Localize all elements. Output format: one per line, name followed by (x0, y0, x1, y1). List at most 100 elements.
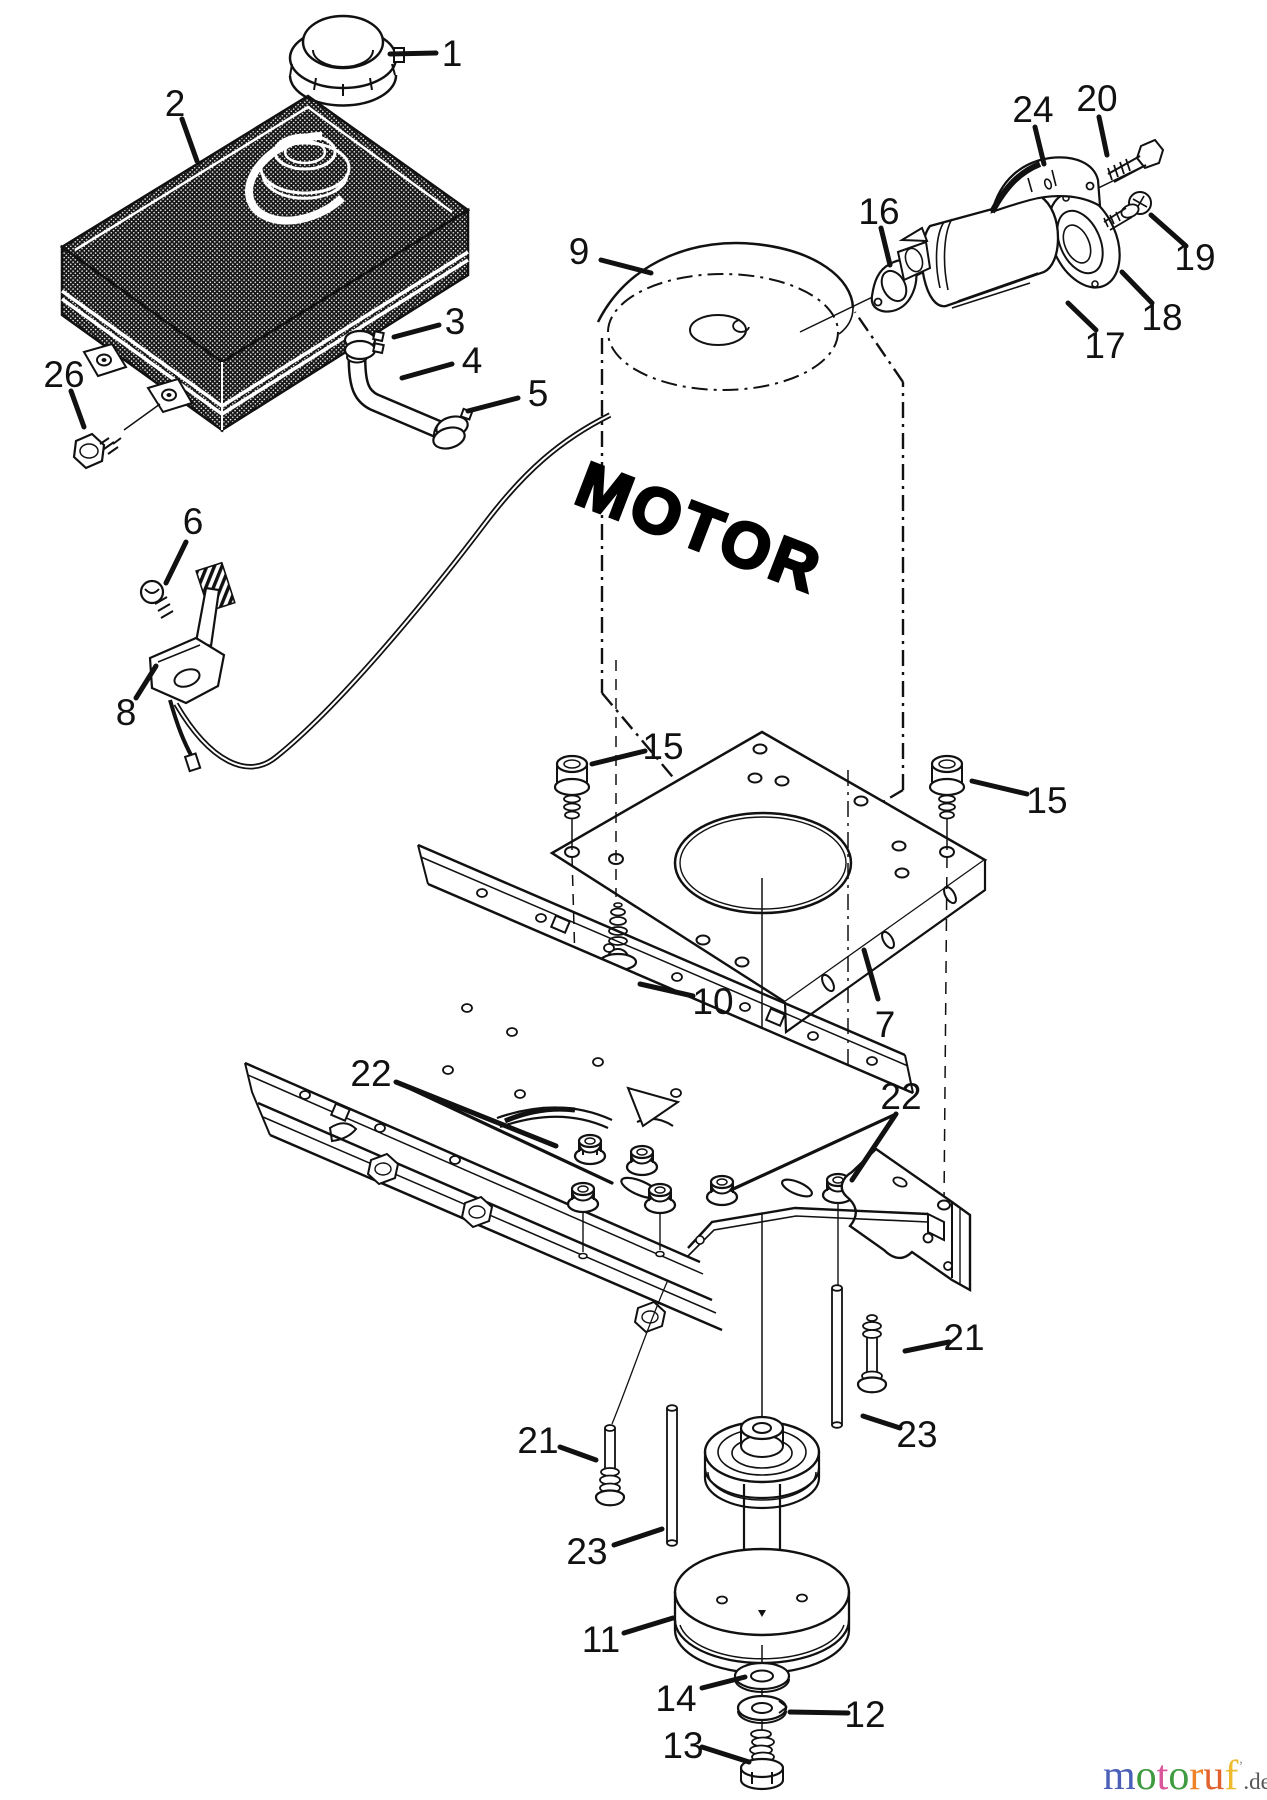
frame-deck (245, 884, 913, 1262)
muffler-assembly (799, 138, 1165, 333)
carriage-bolt-right (856, 1314, 888, 1394)
callout-4: 4 (462, 340, 483, 381)
leader-8 (133, 663, 159, 701)
leader-22-left-a (393, 1079, 559, 1149)
callout-6: 6 (183, 501, 204, 542)
leader-19 (1148, 212, 1189, 249)
logo-letter: f (1224, 1753, 1238, 1799)
fuel-cap (288, 14, 405, 107)
fuel-tank (59, 94, 471, 433)
callout-22-right: 22 (880, 1076, 921, 1117)
motor-text: MOTOR (567, 448, 833, 607)
flange-nut (573, 1133, 607, 1166)
callout-15-left: 15 (642, 726, 683, 767)
logo-letter: r (1189, 1753, 1203, 1799)
flange-nut (566, 1181, 600, 1260)
leader-4 (399, 361, 455, 381)
brand-logo-text: motoruf’.de (1103, 1753, 1267, 1799)
frame-assembly (244, 843, 972, 1425)
leader-2 (179, 116, 200, 164)
leader-23-left (611, 1526, 665, 1548)
callout-26: 26 (43, 354, 84, 395)
callout-1: 1 (442, 33, 463, 74)
callout-14: 14 (655, 1678, 696, 1719)
callout-9: 9 (569, 231, 590, 272)
leader-9 (598, 257, 654, 276)
logo-letter: m (1103, 1753, 1136, 1799)
logo-trademark: ’ (1238, 1759, 1243, 1775)
leader-22-right-b (729, 1112, 898, 1192)
logo-letter: o (1168, 1753, 1189, 1799)
frame-rail-front (244, 1061, 723, 1334)
tank-bolt (72, 403, 161, 470)
callout-20: 20 (1076, 78, 1117, 119)
callout-17: 17 (1084, 325, 1125, 366)
hose-clamp-upper (343, 329, 385, 361)
flange-nut (643, 1182, 677, 1258)
leader-22-left-b (394, 1080, 614, 1185)
leader-24 (1032, 124, 1047, 167)
callout-3: 3 (445, 301, 466, 342)
leader-11 (621, 1615, 676, 1636)
leader-21-left (557, 1444, 599, 1463)
engine-mount-plate (549, 730, 988, 1035)
throttle-screw (139, 579, 174, 619)
callout-16: 16 (858, 191, 899, 232)
heat-shield (989, 156, 1102, 214)
callout-10: 10 (692, 981, 733, 1022)
leader-7 (861, 947, 881, 1002)
leader-lines (68, 50, 1189, 1765)
frame-rail-rear (417, 843, 914, 1095)
mount-bolt-left (553, 754, 591, 850)
leader-5 (465, 395, 521, 414)
rail-bolt-heads (366, 1152, 667, 1334)
pulley-bolt (739, 1729, 785, 1791)
hose-clamp-lower (432, 407, 474, 450)
callout-7: 7 (875, 1004, 896, 1045)
callout-19: 19 (1174, 237, 1215, 278)
leader-10 (637, 981, 696, 999)
leader-20 (1096, 114, 1110, 158)
callout-22-left: 22 (350, 1053, 391, 1094)
throttle-lever (148, 561, 236, 773)
leader-22-right-a (849, 1111, 899, 1183)
leader-14 (699, 1674, 748, 1691)
leader-26 (68, 388, 87, 430)
throttle-cable (173, 412, 612, 770)
pulley-assembly (673, 1415, 851, 1675)
callout-24: 24 (1012, 89, 1053, 130)
lock-washer (736, 1694, 788, 1724)
leader-6 (163, 539, 189, 586)
leader-17 (1065, 300, 1099, 333)
plate-center-hole (673, 811, 853, 915)
callout-23-left: 23 (566, 1531, 607, 1572)
spacer-rod-left (666, 1404, 678, 1547)
leader-23-right (860, 1413, 903, 1431)
callout-15-right: 15 (1026, 780, 1067, 821)
logo-letter: t (1157, 1753, 1169, 1799)
callout-8: 8 (116, 692, 137, 733)
muffler (896, 194, 1060, 309)
logo-tld: .de (1243, 1769, 1267, 1794)
flange-screw (1103, 191, 1152, 231)
callout-18: 18 (1141, 297, 1182, 338)
spacer-rod-right (831, 1284, 843, 1429)
leader-12 (787, 1709, 851, 1716)
leader-1 (387, 50, 439, 57)
logo-letter: u (1203, 1753, 1224, 1799)
leader-3 (391, 322, 442, 340)
leader-13 (699, 1744, 752, 1765)
leader-15-right (969, 778, 1030, 797)
flange-nuts (566, 1133, 855, 1286)
flange-nut (625, 1144, 659, 1177)
callout-11: 11 (582, 1619, 620, 1660)
leader-16 (878, 225, 893, 268)
logo-letter: o (1136, 1753, 1157, 1799)
callout-labels: 1 2 3 4 5 6 8 26 9 16 24 20 19 18 17 15 … (43, 33, 1215, 1766)
flat-washer (733, 1661, 791, 1693)
callout-21-right: 21 (943, 1317, 984, 1358)
callout-12: 12 (844, 1694, 885, 1735)
shield-bolt (1107, 138, 1165, 183)
deck-cutouts (328, 1003, 814, 1200)
